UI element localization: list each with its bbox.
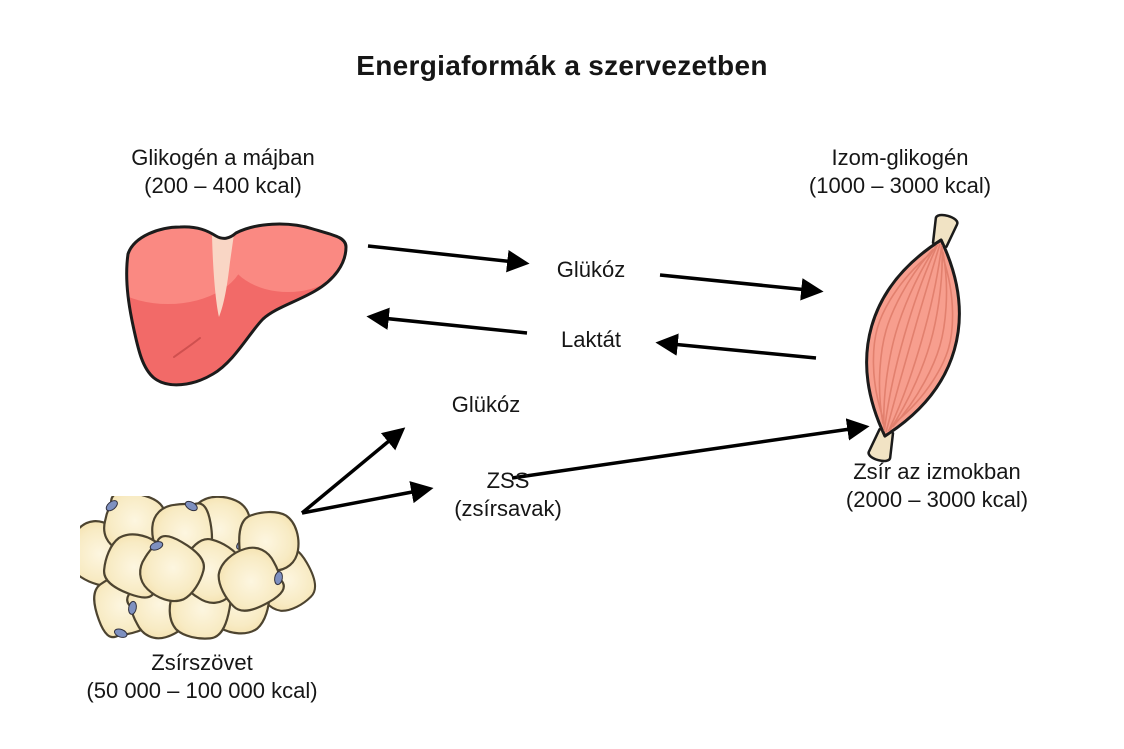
adipose-label-amount: (50 000 – 100 000 kcal) [86, 678, 318, 703]
muscle-belly [865, 238, 961, 438]
liver-label: Glikogén a májban (200 – 400 kcal) [131, 144, 314, 200]
flow-label-zss-main: ZSS [486, 468, 530, 493]
liver-illustration [125, 222, 348, 387]
arrow-muscle-to-lactate [655, 333, 817, 360]
page-title: Energiaformák a szervezetben [356, 50, 768, 81]
muscle-striations [872, 243, 954, 433]
arrow-zss-to-muscle [511, 418, 870, 480]
liver-ligament-band [212, 234, 234, 317]
muscle-fat-label: Zsír az izmokban (2000 – 3000 kcal) [846, 458, 1028, 514]
muscle-fat-label-name: Zsír az izmokban [853, 459, 1021, 484]
muscle-glycogen-label: Izom-glikogén (1000 – 3000 kcal) [809, 144, 991, 200]
muscle-glycogen-label-amount: (1000 – 3000 kcal) [808, 173, 992, 198]
adipose-label-name: Zsírszövet [151, 650, 253, 675]
muscle-glycogen-label-name: Izom-glikogén [831, 145, 969, 170]
liver-outline [125, 222, 348, 387]
liver-crease [173, 337, 201, 358]
flow-label-zss: ZSS (zsírsavak) [454, 467, 562, 523]
flow-label-zss-sub: (zsírsavak) [454, 496, 562, 521]
fat-tissue-illustration [80, 496, 325, 651]
muscle-fat-label-amount: (2000 – 3000 kcal) [845, 487, 1029, 512]
liver-label-name: Glikogén a májban [131, 145, 315, 170]
liver-label-amount: (200 – 400 kcal) [144, 173, 302, 198]
flow-label-glucose-top: Glükóz [556, 257, 626, 282]
arrow-lactate-to-liver [366, 307, 528, 335]
flow-label-glucose-lower: Glükóz [451, 392, 521, 417]
arrow-liver-to-glucose [367, 244, 530, 273]
fat-cells [80, 496, 325, 651]
muscle-illustration [865, 213, 961, 463]
arrow-glucose-to-muscle [659, 273, 824, 301]
adipose-label: Zsírszövet (50 000 – 100 000 kcal) [86, 649, 317, 705]
flow-label-lactate: Laktát [561, 327, 621, 352]
